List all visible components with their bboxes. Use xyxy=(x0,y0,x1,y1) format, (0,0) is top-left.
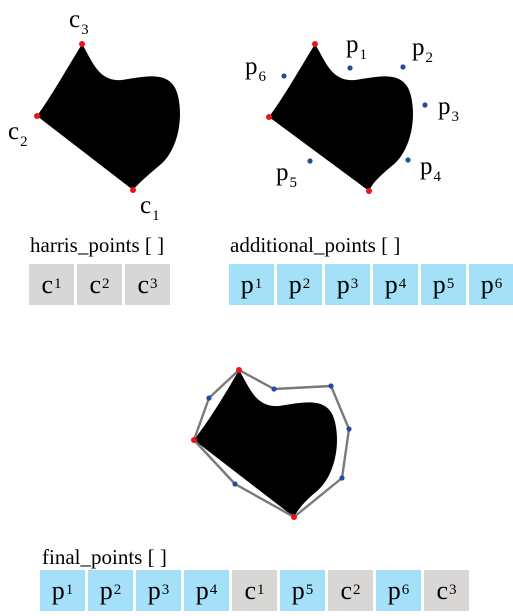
shape-blob-3 xyxy=(194,370,337,517)
additional-point-p2 xyxy=(328,383,334,389)
additional-points-caption: additional_points [ ] xyxy=(230,233,401,257)
shape-blob-2 xyxy=(269,44,413,191)
corner-point-c3 xyxy=(312,41,318,47)
label-p3: p3 xyxy=(438,93,459,125)
final-polygon xyxy=(192,368,351,519)
corner-point-c1 xyxy=(291,514,297,520)
label-p1: p1 xyxy=(346,31,367,63)
corner-point-c3 xyxy=(236,367,242,373)
additional-point-p3 xyxy=(422,102,428,108)
final-points-caption: final_points [ ] xyxy=(42,545,167,569)
additional-point-p3 xyxy=(346,426,352,432)
corner-point-c2 xyxy=(34,113,40,119)
corner-point-c2 xyxy=(191,437,197,443)
label-p2: p2 xyxy=(412,34,433,66)
additional-point-p6 xyxy=(206,395,212,401)
label-c2: c2 xyxy=(8,118,28,150)
additional-point-p2 xyxy=(400,64,406,70)
corner-point-c3 xyxy=(79,41,85,47)
label-p6: p6 xyxy=(245,53,266,85)
label-c3: c3 xyxy=(69,6,89,38)
additional-point-p5 xyxy=(232,481,238,487)
additional-point-p5 xyxy=(307,158,313,164)
harris-points-caption: harris_points [ ] xyxy=(30,233,165,257)
corner-point-c1 xyxy=(130,187,136,193)
additional-point-p4 xyxy=(339,475,345,481)
additional-point-p1 xyxy=(271,386,277,392)
corner-point-c1 xyxy=(366,188,372,194)
corner-point-c2 xyxy=(266,114,272,120)
shape-blob-1 xyxy=(37,44,180,190)
additional-point-p6 xyxy=(281,73,287,79)
label-p5: p5 xyxy=(276,159,297,191)
additional-point-p1 xyxy=(347,65,353,71)
label-c1: c1 xyxy=(140,192,160,224)
label-p4: p4 xyxy=(420,153,441,185)
additional-point-p4 xyxy=(405,157,411,163)
